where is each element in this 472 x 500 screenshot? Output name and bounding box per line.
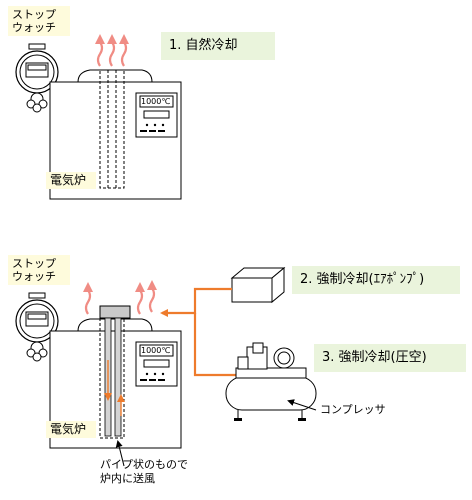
method-natural-cooling: 1. 自然冷却 [161, 32, 275, 60]
air-supply-lines [160, 287, 236, 377]
pipe-note-line: パイプ状のもので [100, 458, 188, 471]
compressor-label: コンプレッサ [320, 403, 386, 416]
furnace-label: 電気炉 [46, 172, 96, 189]
stopwatch-label: ストップ ウォッチ [8, 255, 70, 285]
stopwatch-icon [15, 43, 59, 113]
method-forced-cooling-compressed-air: 3. 強制冷却(圧空) [314, 344, 466, 372]
control-panel [135, 341, 178, 387]
pipe-note-pointer [115, 440, 125, 467]
control-panel [135, 92, 178, 138]
stopwatch-label-line: ウォッチ [12, 270, 56, 283]
stopwatch-label-line: ストップ [12, 8, 56, 21]
inner-airflow [104, 360, 125, 416]
stopwatch-label-line: ストップ [12, 257, 56, 270]
heat-arrows [95, 34, 129, 67]
heat-arrows [83, 280, 157, 315]
top-scene [15, 34, 182, 200]
pipe-note-line: 炉内に送風 [100, 472, 155, 485]
furnace-tube [99, 69, 125, 189]
temperature-display: 1000℃ [141, 97, 171, 106]
temperature-display: 1000℃ [141, 346, 171, 355]
furnace-label: 電気炉 [46, 421, 96, 438]
air-pipe-header [99, 305, 131, 319]
pipe-note: パイプ状のもので 炉内に送風 [100, 458, 188, 486]
air-pump-box [230, 266, 286, 304]
compressor-pointer [287, 399, 317, 411]
method-forced-cooling-pump: 2. 強制冷却(ｴｱﾎﾟﾝﾌﾟ) [292, 266, 460, 294]
stopwatch-label: ストップ ウォッチ [8, 6, 70, 36]
furnace-lid [77, 69, 153, 83]
compressor-icon [225, 342, 317, 421]
furnace-tube [99, 317, 125, 439]
stopwatch-icon [15, 292, 59, 362]
air-pipe [114, 317, 122, 437]
stopwatch-label-line: ウォッチ [12, 21, 56, 34]
